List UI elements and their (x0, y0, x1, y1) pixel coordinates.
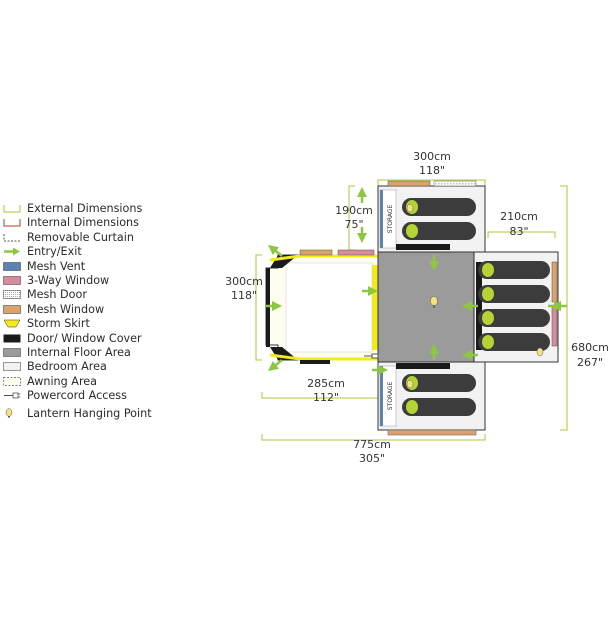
dim-top-width-in: 118" (419, 164, 445, 177)
side-bedroom (473, 251, 559, 363)
legend-item-three-way-window: 3-Way Window (2, 274, 177, 288)
bottom-bedroom (377, 361, 486, 436)
legend-label: Mesh Window (27, 302, 105, 316)
storage-label-bottom: STORAGE (387, 382, 394, 411)
legend-label: Entry/Exit (27, 245, 82, 259)
sleeping-bag (478, 261, 550, 279)
dim-total-length-cm: 775cm (353, 438, 391, 451)
dim-top-width-cm: 300cm (413, 150, 451, 163)
dim-top-room-depth-cm: 190cm (335, 204, 373, 217)
floor-area-swatch (3, 348, 21, 357)
dashed-line-icon (3, 233, 20, 242)
entry-exit-arrows (266, 187, 567, 375)
dim-side-room-depth-in: 83" (509, 225, 528, 238)
legend-item-mesh-window: Mesh Window (2, 303, 177, 317)
dim-total-height-cm: 680cm (571, 341, 609, 354)
legend-item-internal-dimensions: Internal Dimensions (2, 216, 177, 230)
sleeping-bag (478, 333, 550, 351)
legend-label: Removable Curtain (27, 230, 134, 244)
legend-label: Storm Skirt (27, 317, 90, 331)
legend-item-mesh-vent: Mesh Vent (2, 260, 177, 274)
sleeping-bag (402, 222, 476, 240)
legend-item-door-window-cover: Door/ Window Cover (2, 332, 177, 346)
legend-item-internal-floor-area: Internal Floor Area (2, 346, 177, 360)
arrow-right-icon (4, 247, 20, 256)
storm-skirt-swatch (3, 319, 21, 328)
awning-area-swatch (3, 376, 21, 386)
legend-label: Awning Area (27, 374, 98, 388)
dim-awning-height-in: 118" (231, 289, 257, 302)
lantern-icon (430, 296, 438, 308)
legend-label: Internal Dimensions (27, 216, 139, 230)
legend-item-powercord-access: Powercord Access (2, 389, 177, 403)
three-way-window-swatch (3, 276, 21, 285)
legend-label: 3-Way Window (27, 273, 110, 287)
storage-label-top: STORAGE (387, 205, 394, 234)
legend-item-awning-area: Awning Area (2, 375, 177, 389)
legend-item-storm-skirt: Storm Skirt (2, 317, 177, 331)
sleeping-bag (478, 285, 550, 303)
legend-item-bedroom-area: Bedroom Area (2, 360, 177, 374)
mesh-window-swatch (3, 304, 21, 314)
dim-total-length-in: 305" (359, 452, 385, 465)
dim-total-height-in: 267" (577, 356, 603, 369)
lantern-icon (5, 408, 13, 418)
legend-label: Internal Floor Area (27, 345, 131, 359)
dim-awning-length-cm: 285cm (307, 377, 345, 390)
legend-label: Lantern Hanging Point (27, 407, 152, 421)
bracket-icon-green (3, 205, 21, 213)
legend-label: Bedroom Area (27, 360, 107, 374)
legend-label: Powercord Access (27, 389, 127, 403)
powercord-icon (364, 353, 379, 359)
legend-label: Mesh Vent (27, 259, 86, 273)
internal-floor-area (377, 251, 482, 363)
legend-label: Mesh Door (27, 288, 87, 302)
sleeping-bag (402, 398, 476, 416)
mesh-vent-swatch (3, 261, 21, 271)
legend-label: External Dimensions (27, 202, 143, 215)
legend-item-removable-curtain: Removable Curtain (2, 231, 177, 245)
awning-area (265, 249, 379, 364)
legend-label: Door/ Window Cover (27, 331, 142, 345)
legend-item-external-dimensions: External Dimensions (2, 202, 177, 216)
legend-item-entry-exit: Entry/Exit (2, 245, 177, 259)
dim-awning-length-in: 112" (313, 391, 339, 404)
plug-icon (4, 392, 21, 399)
bracket-icon-red (3, 219, 21, 227)
dim-side-room-depth-cm: 210cm (500, 210, 538, 223)
legend-item-lantern-hanging-point: Lantern Hanging Point (2, 407, 177, 421)
door-window-cover-swatch (3, 334, 21, 343)
legend: External Dimensions Internal Dimensions … (2, 202, 177, 422)
external-dimension-lines (255, 179, 568, 441)
bedroom-area-swatch (3, 362, 21, 372)
dim-awning-height-cm: 300cm (225, 275, 263, 288)
lantern-icon (406, 203, 414, 213)
lantern-icon (406, 379, 414, 389)
mesh-door-swatch (3, 290, 21, 300)
sleeping-bag (478, 309, 550, 327)
top-bedroom (377, 180, 486, 253)
dim-top-room-depth-in: 75" (344, 218, 363, 231)
legend-item-mesh-door: Mesh Door (2, 288, 177, 302)
lantern-icon (536, 347, 544, 357)
